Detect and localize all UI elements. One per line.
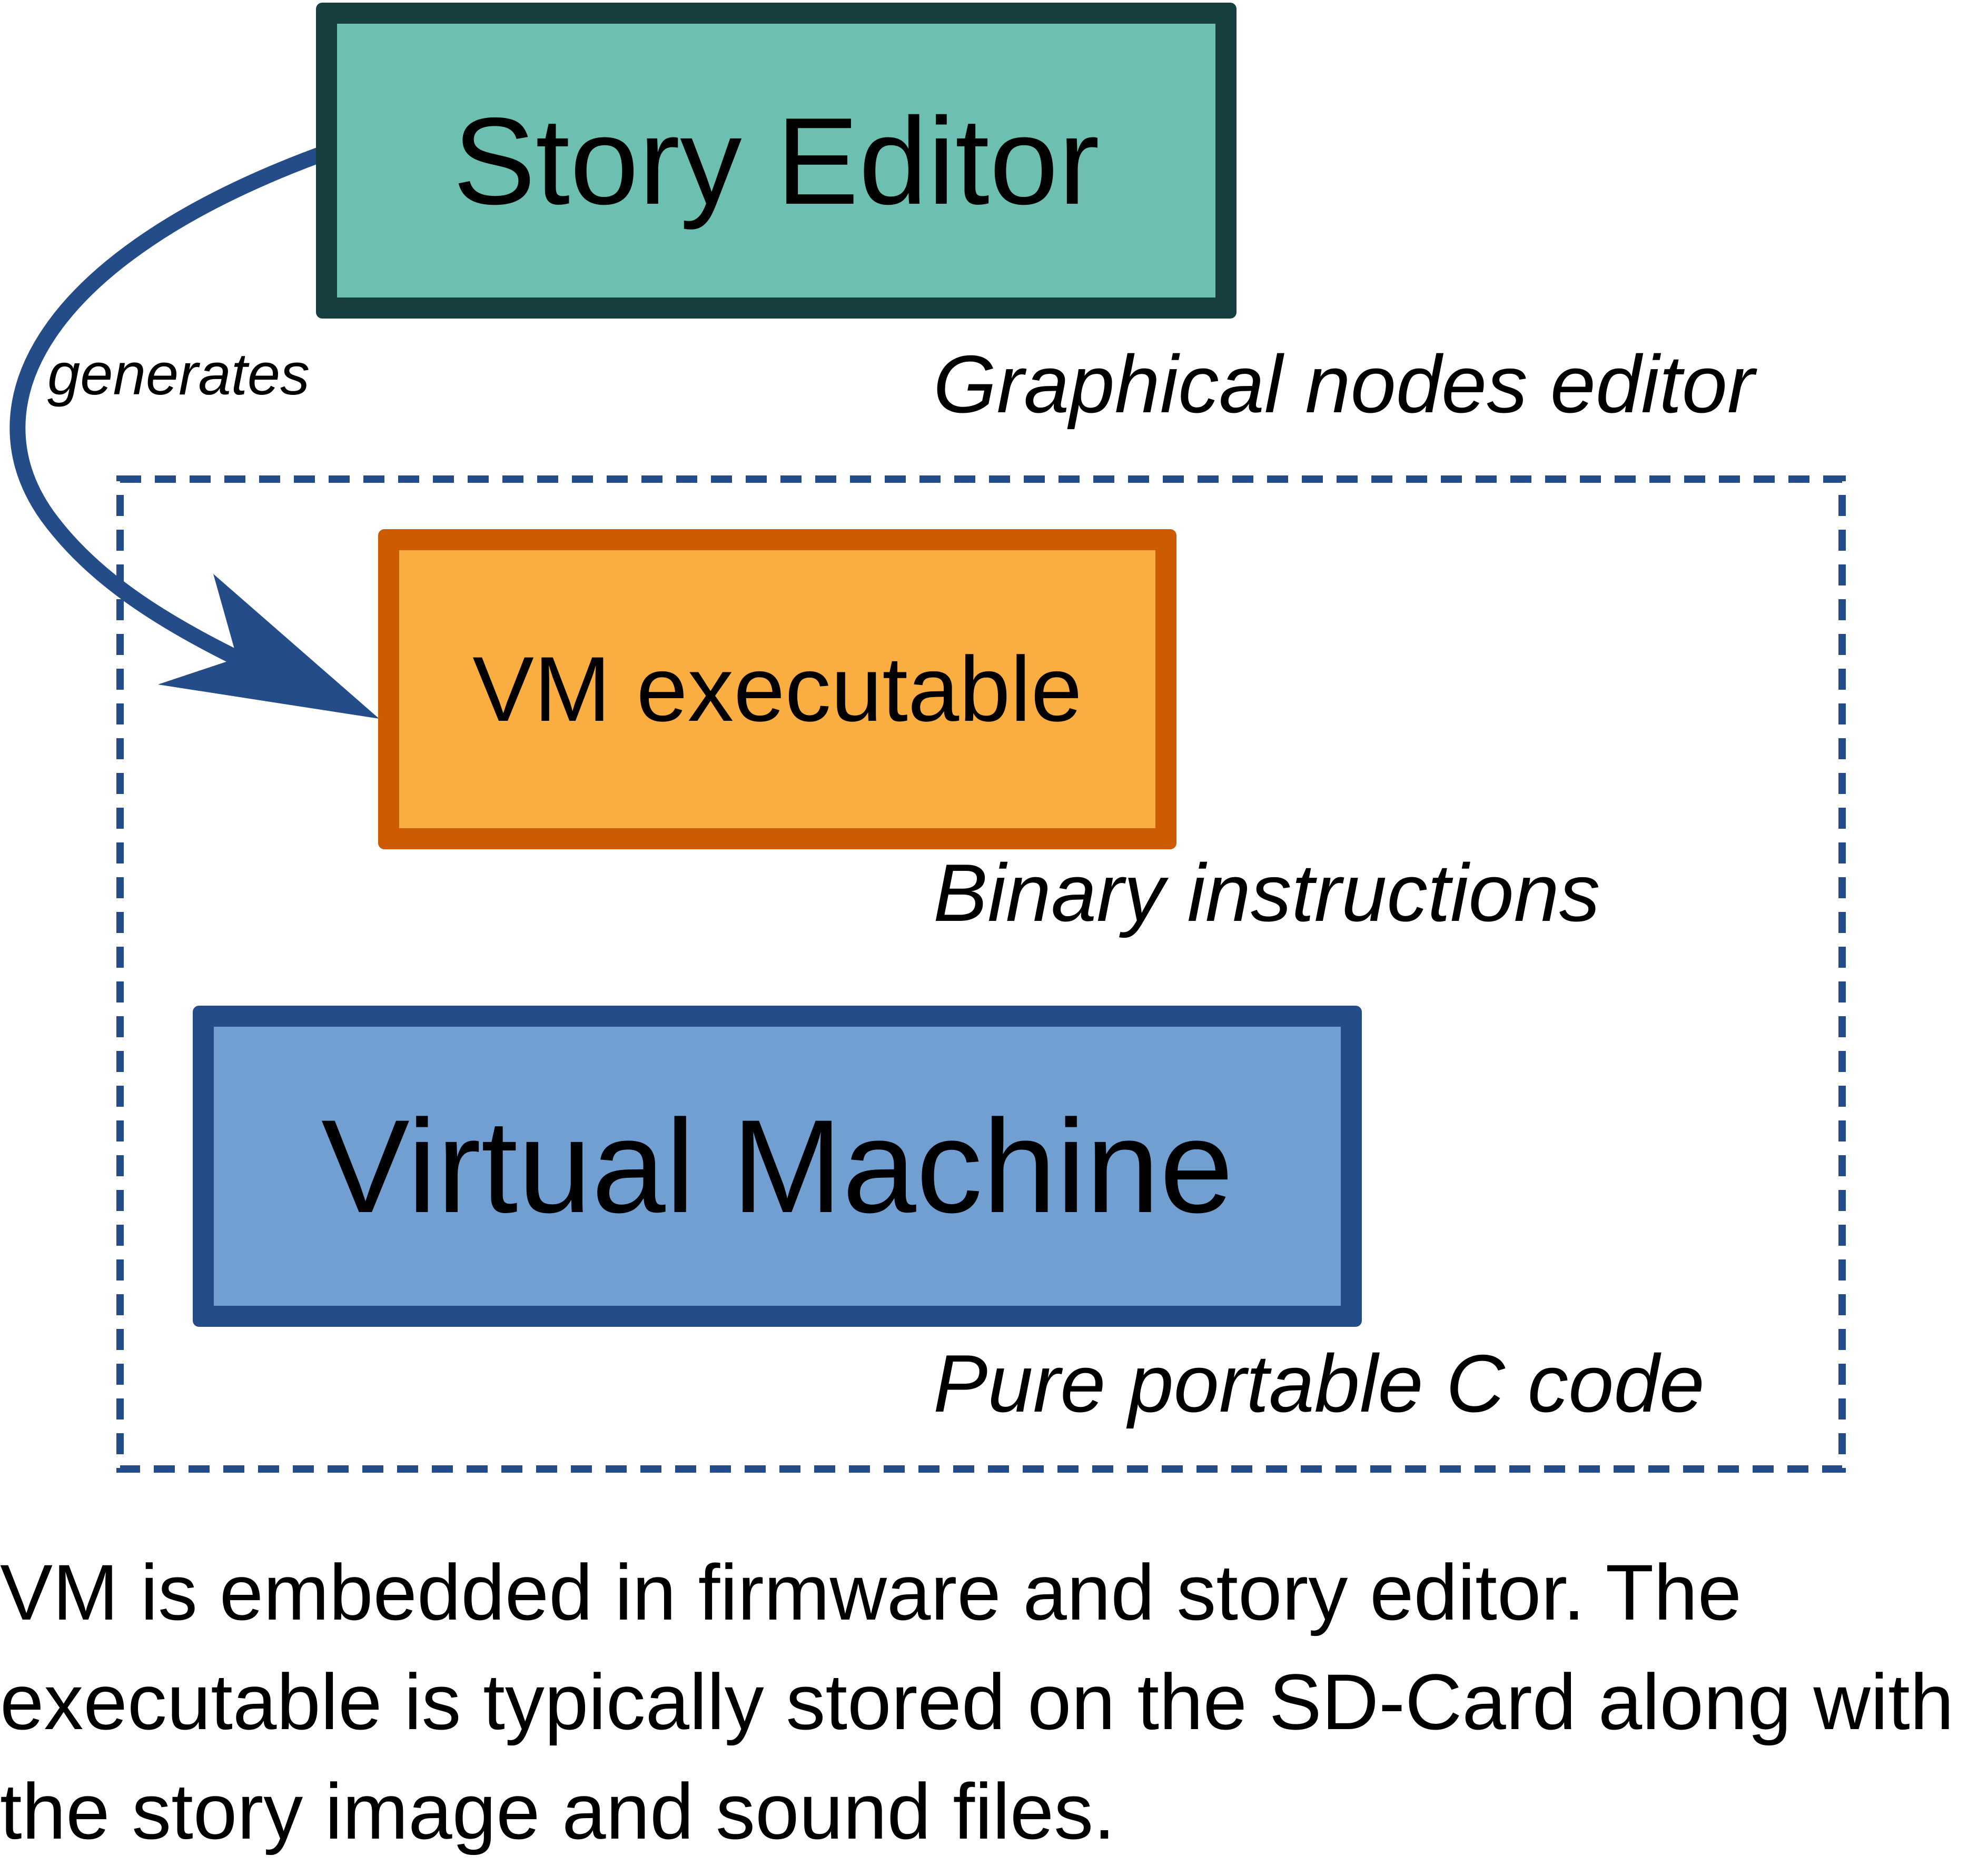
generates-arrow-head — [158, 574, 379, 719]
vm-executable-label: VM executable — [472, 638, 1082, 741]
story-editor-node: Story Editor — [316, 3, 1237, 319]
vm-executable-caption: Binary instructions — [933, 847, 1600, 938]
virtual-machine-label: Virtual Machine — [321, 1092, 1234, 1240]
diagram-description: VM is embedded in firmware and story edi… — [0, 1548, 1954, 1855]
story-editor-label: Story Editor — [453, 91, 1100, 230]
generates-arrow-shaft — [9, 147, 326, 663]
story-editor-caption: Graphical nodes editor — [933, 339, 1755, 430]
virtual-machine-node: Virtual Machine — [193, 1006, 1362, 1327]
generates-edge-label: generates — [47, 341, 310, 407]
virtual-machine-caption: Pure portable C code — [933, 1338, 1705, 1429]
vm-executable-node: VM executable — [378, 529, 1176, 849]
